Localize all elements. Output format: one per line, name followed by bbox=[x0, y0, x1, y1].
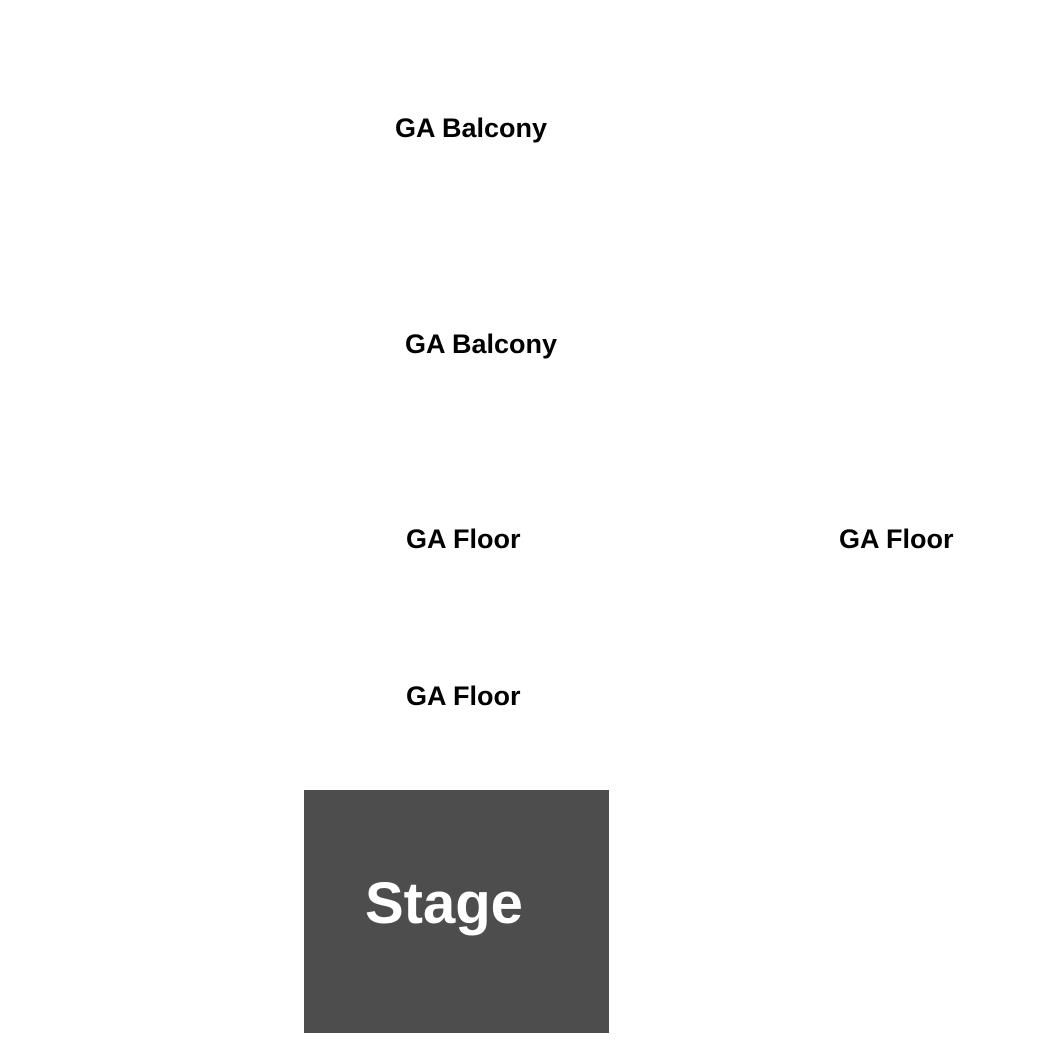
section-ga-floor-left[interactable]: GA Floor bbox=[406, 524, 521, 554]
section-ga-balcony-upper[interactable]: GA Balcony bbox=[395, 113, 548, 143]
section-ga-floor-front[interactable]: GA Floor bbox=[406, 681, 521, 711]
section-ga-floor-right[interactable]: GA Floor bbox=[839, 524, 954, 554]
stage-label: Stage bbox=[365, 871, 523, 936]
stage: Stage bbox=[304, 790, 609, 1033]
section-ga-balcony-lower[interactable]: GA Balcony bbox=[405, 329, 558, 359]
